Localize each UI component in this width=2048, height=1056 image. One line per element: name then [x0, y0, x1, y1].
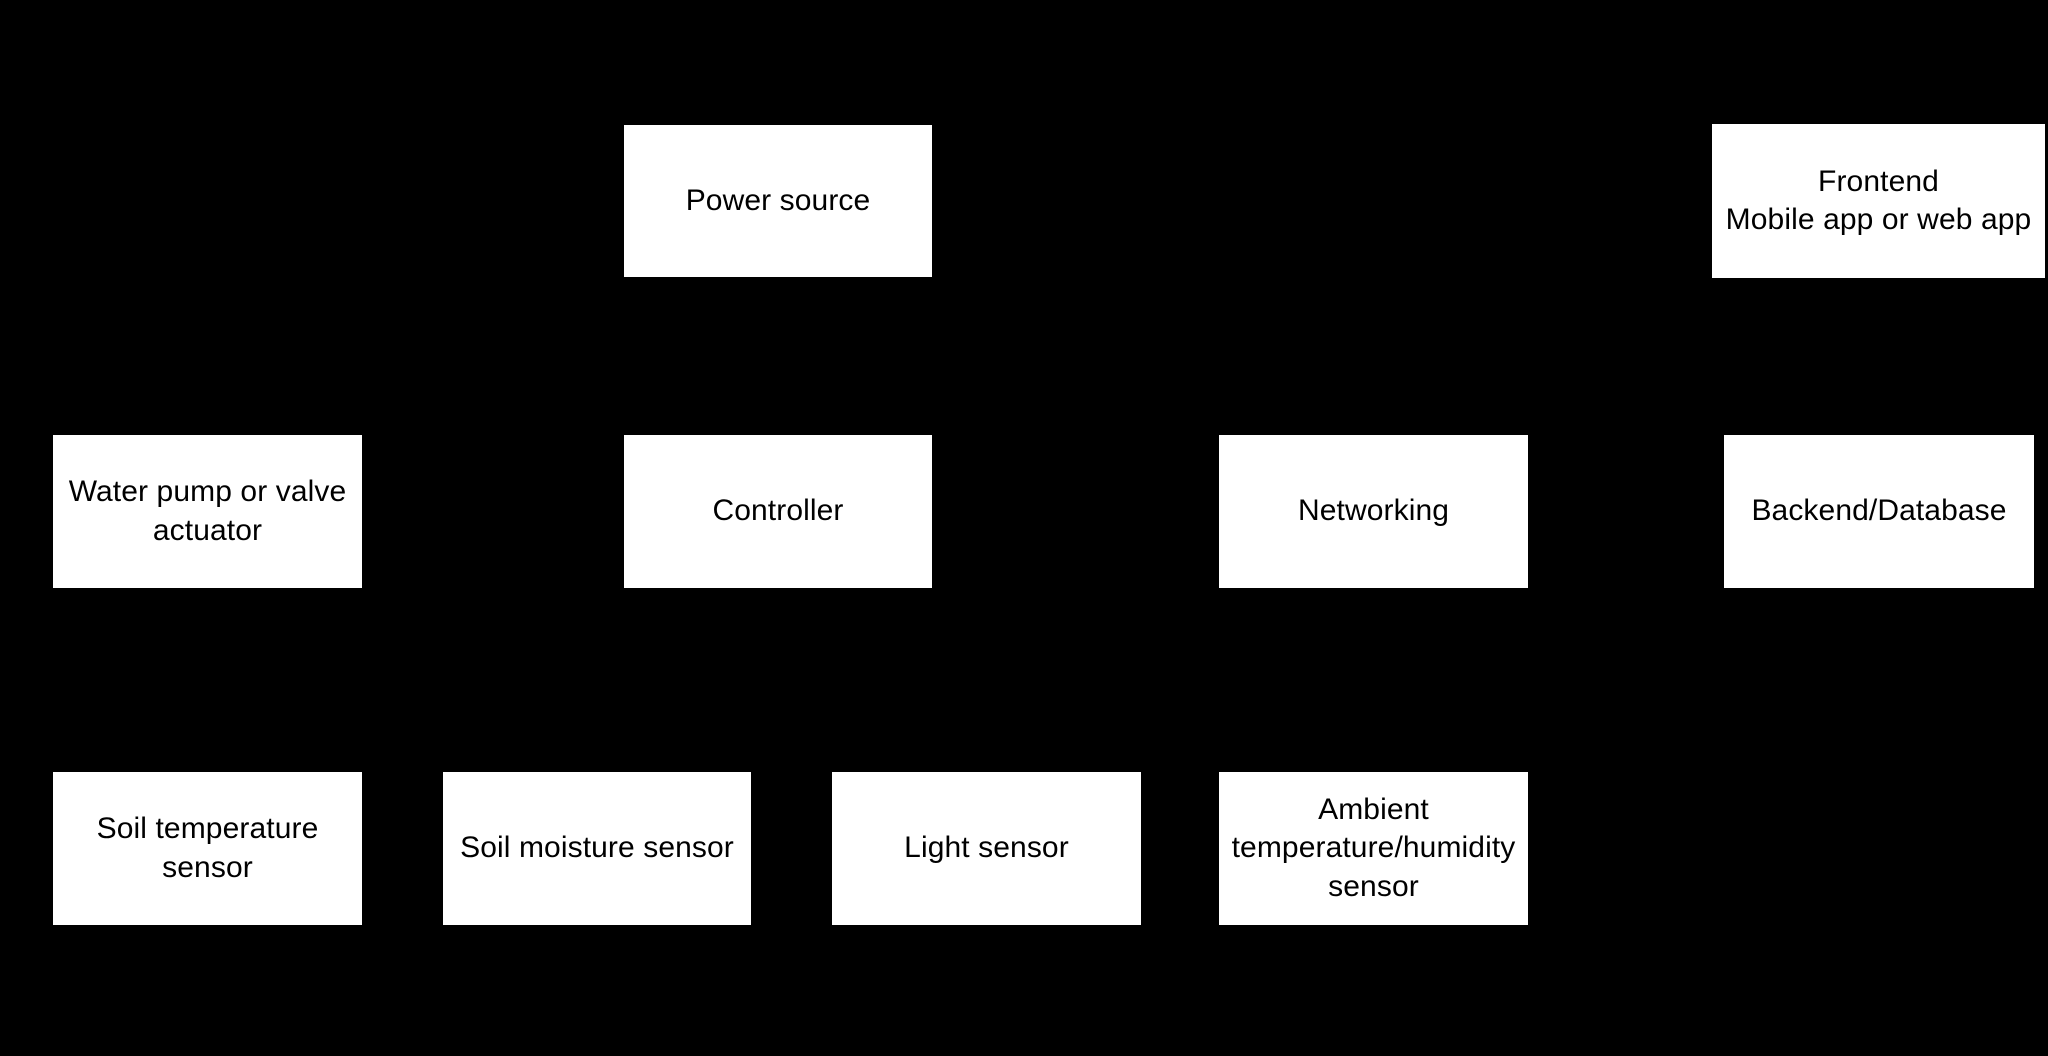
node-ambient-sensor-label: Ambient temperature/humidity sensor	[1231, 792, 1516, 903]
node-soil-moisture-label: Soil moisture sensor	[460, 831, 734, 865]
node-power-source[interactable]: Power source	[624, 125, 932, 277]
node-soil-temperature-label: Soil temperature sensor	[96, 812, 319, 884]
node-networking-label: Networking	[1297, 494, 1450, 528]
node-controller-label: Controller	[712, 494, 844, 528]
node-ambient-temperature-humidity-sensor[interactable]: Ambient temperature/humidity sensor	[1219, 772, 1528, 925]
node-frontend-label: Frontend Mobile app or web app	[1725, 164, 2032, 236]
node-controller[interactable]: Controller	[624, 435, 932, 588]
node-water-pump-or-valve-actuator[interactable]: Water pump or valve actuator	[53, 435, 362, 588]
node-soil-moisture-sensor[interactable]: Soil moisture sensor	[443, 772, 751, 925]
node-water-pump-label: Water pump or valve actuator	[68, 475, 347, 547]
node-frontend[interactable]: Frontend Mobile app or web app	[1712, 124, 2045, 278]
node-networking[interactable]: Networking	[1219, 435, 1528, 588]
node-light-sensor[interactable]: Light sensor	[832, 772, 1141, 925]
node-power-source-label: Power source	[685, 183, 871, 217]
node-backend-label: Backend/Database	[1751, 494, 2007, 528]
node-soil-temperature-sensor[interactable]: Soil temperature sensor	[53, 772, 362, 925]
node-backend-database[interactable]: Backend/Database	[1724, 435, 2034, 588]
node-light-sensor-label: Light sensor	[904, 831, 1069, 865]
